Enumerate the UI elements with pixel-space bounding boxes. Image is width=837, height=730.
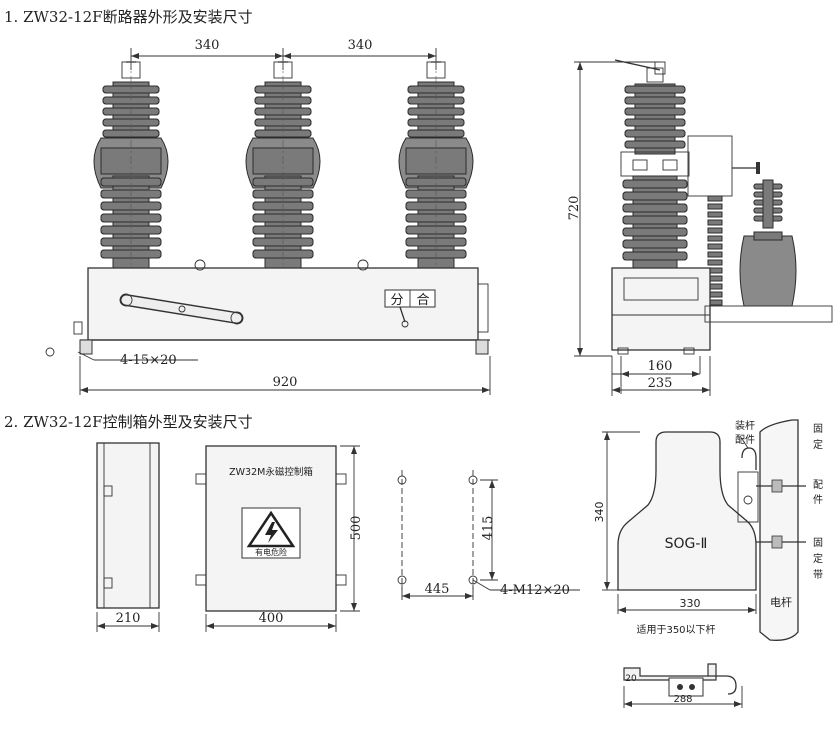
warning-sign: 有电危险 xyxy=(241,507,301,559)
operating-lever xyxy=(119,293,244,325)
fixing-parts-char-1: 固 xyxy=(813,423,823,435)
control-box-side-view: 210 xyxy=(96,442,160,632)
fixing-band-char-3: 带 xyxy=(813,569,823,581)
sog-bracket-view: SOG-Ⅱ 340 330 适用于350以下杆 电杆 装杆 配件 固 定 配 件 xyxy=(593,419,823,641)
dim-bracket-width: 330 xyxy=(680,597,701,610)
fixing-parts-char-2: 定 xyxy=(813,438,823,451)
pole-parts-label-2: 配件 xyxy=(735,434,755,446)
bracket-note: 适用于350以下杆 xyxy=(636,624,715,636)
dim-frame-width: 920 xyxy=(273,375,298,390)
fixing-band-char-1: 固 xyxy=(813,537,823,549)
dim-pole-spacing-2: 340 xyxy=(348,38,373,53)
fixing-parts-char-3: 配 xyxy=(813,479,823,491)
indicator-close-label: 合 xyxy=(416,293,429,308)
clamp-detail-view: 20 288 xyxy=(623,663,743,708)
side-insulator-pole xyxy=(620,67,723,306)
dim-bracket-height: 340 xyxy=(593,502,606,523)
dim-height: 720 xyxy=(567,196,582,221)
dim-mount-holes: 4-15×20 xyxy=(120,353,177,368)
warning-label: 有电危险 xyxy=(255,547,287,557)
dim-clamp-width: 288 xyxy=(673,694,692,705)
dim-box-width: 400 xyxy=(259,611,284,626)
dim-hole-vertical: 415 xyxy=(481,516,496,541)
control-box-label: ZW32M永磁控制箱 xyxy=(229,466,313,478)
hole-pattern-view: 415 445 4-M12×20 xyxy=(397,470,580,600)
pole-parts-label-1: 装杆 xyxy=(735,419,755,432)
dim-box-height: 500 xyxy=(349,516,364,541)
utility-pole xyxy=(759,419,799,641)
control-box-front-view: ZW32M永磁控制箱 有电危险 500 400 xyxy=(195,445,364,632)
dim-side-depth: 235 xyxy=(648,376,673,391)
dim-clamp-height: 20 xyxy=(625,674,637,684)
section2-title: 2. ZW32-12F控制箱外型及安装尺寸 xyxy=(4,413,253,431)
side-mechanism-box xyxy=(611,267,711,351)
pole-label: 电杆 xyxy=(770,595,792,609)
indicator-open-label: 分 xyxy=(390,293,403,308)
fixing-band-char-2: 定 xyxy=(813,552,823,565)
breaker-side-view: 720 160 235 xyxy=(567,59,833,396)
current-transformer xyxy=(739,179,797,307)
section1-title: 1. ZW32-12F断路器外形及安装尺寸 xyxy=(4,8,253,26)
dim-holes: 4-M12×20 xyxy=(500,583,570,598)
breaker-front-view: 340 340 分 合 4-15×20 xyxy=(45,38,491,395)
dim-side-mount: 160 xyxy=(648,359,673,374)
insulator-poles xyxy=(93,60,474,269)
fixing-parts-char-4: 件 xyxy=(813,494,823,506)
dim-hole-horizontal: 445 xyxy=(425,582,450,597)
side-cabinet xyxy=(687,135,733,197)
dim-pole-spacing-1: 340 xyxy=(195,38,220,53)
dim-box-depth: 210 xyxy=(116,611,141,626)
lightning-icon xyxy=(265,522,278,543)
sog-model-label: SOG-Ⅱ xyxy=(665,536,708,552)
